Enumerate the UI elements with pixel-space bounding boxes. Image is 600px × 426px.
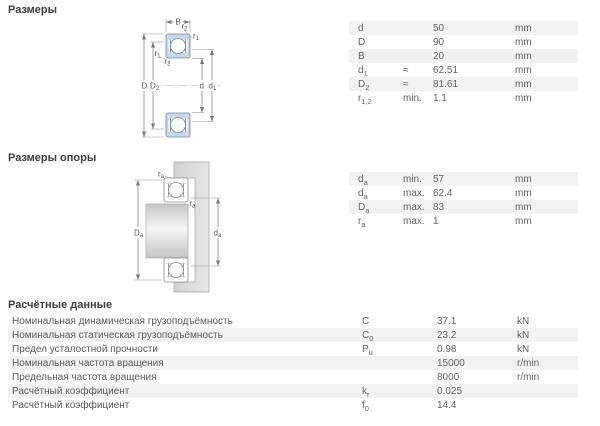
label-da: da <box>214 229 222 240</box>
table-row: D 90 mm <box>358 36 532 48</box>
label-r2-left: r2 <box>165 57 172 68</box>
table-row: d1 ≈ 62.51 mm <box>358 64 532 78</box>
label-d: d <box>200 82 204 91</box>
table-row: da max. 62.4 mm <box>358 187 532 201</box>
calculation-table: Номинальная динамическая грузоподъёмност… <box>8 314 578 412</box>
shaft <box>145 203 189 259</box>
bearing-section-bottom <box>165 112 191 138</box>
section-title-dimensions: Размеры <box>8 4 58 16</box>
table-row: D2 ≈ 81.61 mm <box>349 77 578 91</box>
table-row: Номинальная статическая грузоподъёмность… <box>8 328 578 342</box>
abutment-table: da min. 57 mm da max. 62.4 mm Da max. 83… <box>349 172 578 228</box>
bearing-cross-section-diagram: B r2 r1 r1 r2 D D2 d d1 <box>140 17 220 138</box>
table-row: B 20 mm <box>349 49 578 63</box>
label-backgrounds <box>140 17 218 91</box>
label-r2-top: r2 <box>182 22 189 33</box>
label-ra-top: ra <box>158 170 165 181</box>
bearing-section-top <box>165 33 191 59</box>
abutment-mounting-diagram: ra ra Da da <box>132 161 223 293</box>
section-title-calculation: Расчётные данные <box>8 299 113 311</box>
table-row: r1,2 min. 1.1 mm <box>358 92 532 106</box>
table-row: da min. 57 mm <box>349 172 578 186</box>
bearing-section-bottom <box>163 257 189 283</box>
section-title-abutment: Размеры опоры <box>8 152 97 164</box>
label-D2: D2 <box>150 82 160 93</box>
label-r1-topright: r1 <box>193 32 200 43</box>
table-row: Da max. 83 mm <box>349 200 578 214</box>
label-B: B <box>175 18 180 27</box>
label-ra-mid: ra <box>190 199 197 210</box>
table-row: ra max. 1 mm <box>358 215 532 229</box>
table-row: d 50 mm <box>349 21 578 35</box>
dimensions-table: d 50 mm D 90 mm B 20 mm d1 ≈ 62.51 mm D2… <box>349 21 578 105</box>
table-row: Предел усталостной прочности Pu 0.98 kN <box>12 343 530 357</box>
table-row: Расчётный коэффициент f0 14.4 <box>12 399 457 413</box>
label-D: D <box>142 82 148 91</box>
label-d1: d1 <box>209 82 217 93</box>
table-row: Предельная частота вращения 8000 r/min <box>12 371 540 383</box>
ball-bottom <box>168 262 184 278</box>
label-Da: Da <box>134 229 144 240</box>
ball-top <box>170 38 186 54</box>
ball-bottom <box>170 117 186 133</box>
table-row: Номинальная частота вращения 15000 r/min <box>8 356 578 370</box>
label-r1-left: r1 <box>155 49 162 60</box>
table-row: Расчётный коэффициент kr 0.025 <box>8 384 578 398</box>
label-backgrounds <box>132 227 223 238</box>
bearing-section-top <box>163 177 189 203</box>
table-row: Номинальная динамическая грузоподъёмност… <box>12 315 530 327</box>
ball-top <box>168 182 184 198</box>
